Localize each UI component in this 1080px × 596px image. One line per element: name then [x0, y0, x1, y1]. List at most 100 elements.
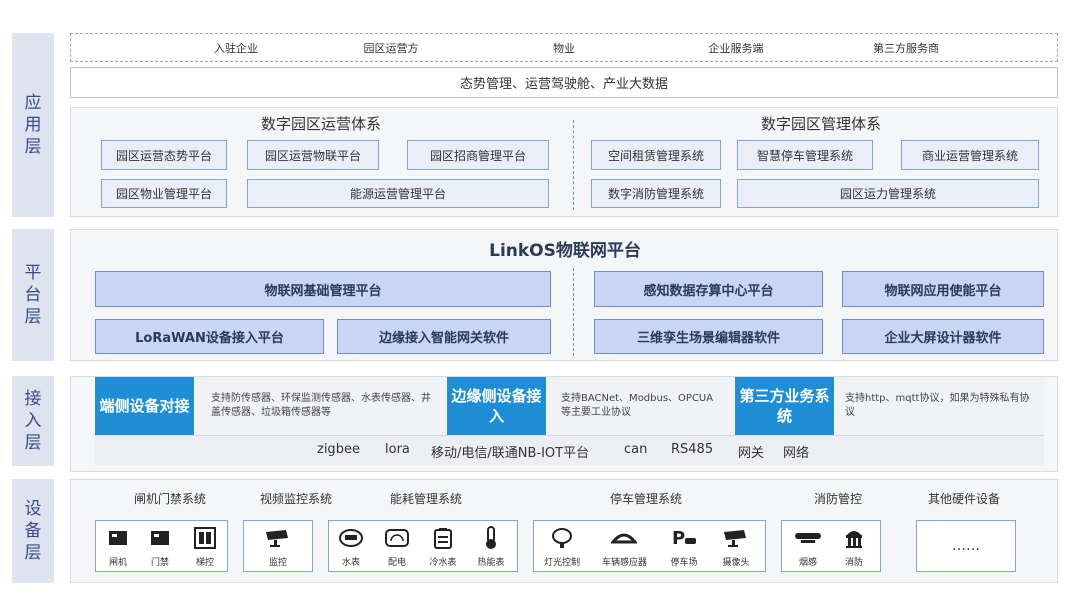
tenant-row: 入驻企业 园区运营方 物业 企业服务端 第三方服务商 — [70, 33, 1058, 62]
ops-item: 能源运营管理平台 — [247, 179, 549, 208]
tenant-item: 入驻企业 — [214, 41, 258, 55]
access-panel: 端侧设备对接 支持防传感器、环保监测传感器、水表传感器、井盖传感器、垃圾箱传感器… — [70, 376, 1058, 472]
ops-item: 园区运营态势平台 — [101, 140, 227, 170]
parking-icon: P — [662, 525, 706, 551]
device-label: 闸机 — [108, 558, 127, 568]
platform-item: LoRaWAN设备接入平台 — [95, 319, 324, 354]
protocol-item: 移动/电信/联通NB-IOT平台 — [431, 446, 590, 461]
ops-item: 园区招商管理平台 — [407, 140, 549, 170]
platform-item: 物联网应用使能平台 — [842, 271, 1044, 307]
mgmt-item: 空间租赁管理系统 — [591, 140, 721, 170]
device-item: 烟感 — [786, 525, 830, 568]
device-label: 冷水表 — [429, 558, 457, 568]
divider — [573, 268, 574, 356]
platform-item: 三维孪生场景编辑器软件 — [594, 319, 823, 354]
device-group-title: 能耗管理系统 — [389, 491, 462, 506]
protocol-row: zigbee lora 移动/电信/联通NB-IOT平台 can RS485 网… — [95, 435, 1044, 465]
protocol-item: zigbee — [317, 442, 360, 457]
device-group-title: 消防管控 — [813, 491, 862, 506]
device-label: 停车场 — [670, 558, 698, 568]
mgmt-item: 智慧停车管理系统 — [737, 140, 873, 170]
platform-item: 企业大屏设计器软件 — [842, 319, 1044, 354]
access-row — [95, 377, 1044, 435]
camera-icon — [714, 525, 758, 551]
device-item: 消防 — [832, 525, 876, 568]
device-item: 摄像头 — [714, 525, 758, 568]
device-item: 灯光控制 — [540, 525, 584, 568]
device-label: 门禁 — [150, 558, 169, 568]
access-head: 第三方业务系统 — [735, 377, 834, 435]
device-item: 监控 — [256, 525, 300, 568]
device-group-parking: 灯光控制 车辆感应器 P 停车场 摄像头 — [533, 520, 766, 572]
device-group-title: 视频监控系统 — [259, 491, 332, 506]
device-group-video: 监控 — [243, 520, 313, 572]
access-head: 端侧设备对接 — [95, 377, 194, 435]
device-label: 烟感 — [798, 558, 817, 568]
protocol-item: 网关 — [738, 446, 765, 461]
access-head: 边缘侧设备接入 — [447, 377, 546, 435]
gate-icon — [96, 525, 140, 551]
device-group-title: 其他硬件设备 — [927, 491, 1000, 506]
protocol-item: lora — [385, 442, 410, 457]
device-label: 梯控 — [195, 558, 214, 568]
mgmt-item: 数字消防管理系统 — [591, 179, 721, 208]
layer-tag-application: 应用层 — [12, 33, 54, 217]
device-label: 配电 — [387, 558, 406, 568]
fire-hydrant-icon — [832, 525, 876, 551]
device-item: 热能表 — [469, 525, 513, 568]
device-group-other: …… — [916, 520, 1016, 572]
ops-system-title: 数字园区运营体系 — [260, 114, 381, 133]
platform-title: LinkOS物联网平台 — [489, 240, 641, 261]
device-item: P 停车场 — [662, 525, 706, 568]
mgmt-item: 商业运营管理系统 — [901, 140, 1039, 170]
device-item: 水表 — [329, 525, 373, 568]
access-desc: 支持BACNet、Modbus、OPCUA等主要工业协议 — [561, 393, 714, 418]
device-label: 监控 — [268, 558, 287, 568]
access-desc: 支持http、mqtt协议，如果为特殊私有协议 — [845, 393, 1030, 418]
device-item: 闸机 — [96, 525, 140, 568]
device-label: 灯光控制 — [543, 558, 580, 568]
device-item: 冷水表 — [421, 525, 465, 568]
heat-meter-icon — [469, 525, 513, 551]
device-group-fire: 烟感 消防 — [781, 520, 881, 572]
device-label: 消防 — [844, 558, 863, 568]
device-group-title: 闸机门禁系统 — [133, 491, 206, 506]
cold-water-meter-icon — [421, 525, 465, 551]
tenant-item: 物业 — [553, 41, 575, 55]
ops-item: 园区运营物联平台 — [247, 140, 379, 170]
water-meter-icon — [329, 525, 373, 551]
smoke-detector-icon — [786, 525, 830, 551]
protocol-item: can — [624, 442, 648, 457]
device-label: 热能表 — [477, 558, 505, 568]
device-item: 梯控 — [183, 525, 227, 568]
power-meter-icon — [375, 525, 419, 551]
elevator-icon — [183, 525, 227, 551]
layer-tag-platform: 平台层 — [12, 229, 54, 361]
platform-item: 物联网基础管理平台 — [95, 271, 551, 307]
platform-item: 边缘接入智能网关软件 — [337, 319, 551, 354]
light-control-icon — [540, 525, 584, 551]
device-item: 车辆感应器 — [602, 525, 648, 568]
platform-item: 感知数据存算中心平台 — [594, 271, 823, 307]
camera-icon — [256, 525, 300, 551]
device-label: 车辆感应器 — [602, 558, 648, 568]
tenant-item: 园区运营方 — [363, 41, 419, 55]
svg-text:P: P — [672, 528, 685, 548]
ops-item: 园区物业管理平台 — [101, 179, 227, 208]
protocol-item: 网络 — [783, 446, 810, 461]
vehicle-sensor-icon — [602, 525, 646, 551]
device-group-energy: 水表 配电 冷水表 热能表 — [328, 520, 518, 572]
device-panel: 闸机门禁系统 视频监控系统 能耗管理系统 停车管理系统 消防管控 其他硬件设备 … — [70, 479, 1058, 583]
divider — [573, 120, 574, 210]
mgmt-item: 园区运力管理系统 — [737, 179, 1039, 208]
summary-bar: 态势管理、运营驾驶舱、产业大数据 — [70, 67, 1058, 98]
device-group-title: 停车管理系统 — [609, 491, 682, 506]
tenant-item: 企业服务端 — [708, 41, 764, 55]
app-systems-panel: 数字园区运营体系 数字园区管理体系 园区运营态势平台 园区运营物联平台 园区招商… — [70, 107, 1058, 217]
protocol-item: RS485 — [671, 442, 714, 457]
device-group-gate: 闸机 门禁 梯控 — [95, 520, 228, 572]
device-label: 摄像头 — [722, 558, 750, 568]
tenant-item: 第三方服务商 — [873, 41, 939, 55]
access-desc: 支持防传感器、环保监测传感器、水表传感器、井盖传感器、垃圾箱传感器等 — [211, 393, 431, 418]
device-item: 配电 — [375, 525, 419, 568]
